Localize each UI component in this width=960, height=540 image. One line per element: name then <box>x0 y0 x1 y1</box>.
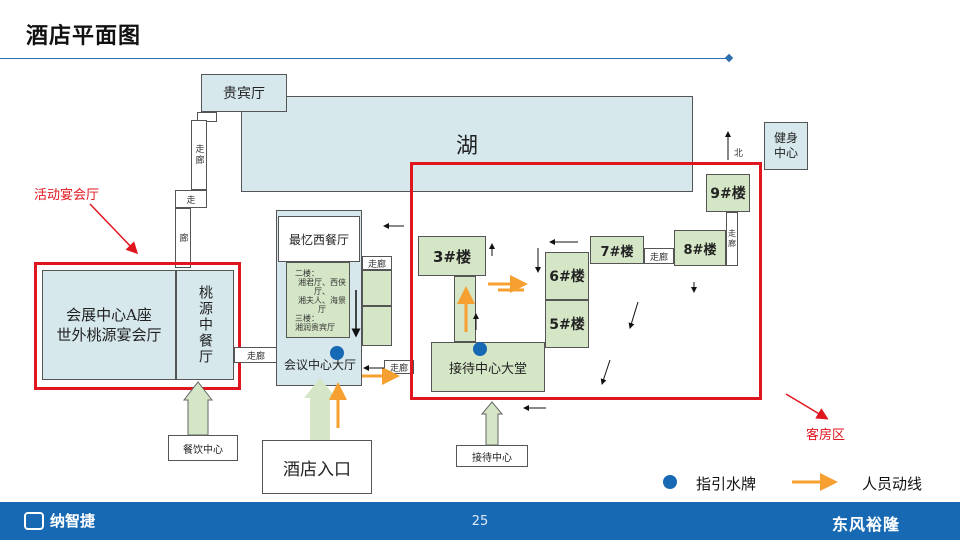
note-1: 二楼： <box>295 268 319 278</box>
note-3: 湘夫人、海景厅 <box>298 295 346 314</box>
note-5: 湘润贵宾厅 <box>295 322 335 332</box>
lake: 湖 <box>241 96 693 192</box>
dir-arrow-10 <box>600 359 611 385</box>
vip-hall: 贵宾厅 <box>201 74 287 112</box>
building-8: 8#楼 <box>674 230 726 266</box>
corridor-7-8: 走廊 <box>644 248 674 264</box>
building-9: 9#楼 <box>706 174 750 212</box>
conference-hall: 会议中心大厅 <box>283 358 356 372</box>
corridor-vertical-upper: 走廊 <box>191 120 207 190</box>
connector-green-1 <box>362 270 392 306</box>
expo-line1: 会展中心A座 <box>66 306 152 324</box>
legend-flow-label: 人员动线 <box>862 475 923 493</box>
banquet-area-outline <box>34 262 241 390</box>
brand-left: 纳智捷 <box>24 510 95 531</box>
rooms-area-label: 客房区 <box>806 428 846 443</box>
note-4: 三楼： <box>295 313 319 323</box>
banquet-area-label: 活动宴会厅 <box>34 188 100 203</box>
sign-marker-reception <box>473 342 487 356</box>
green-arrow-reception <box>480 401 504 446</box>
corridor-8-9: 走廊 <box>726 212 738 266</box>
sign-marker-conference <box>330 346 344 360</box>
page-title: 酒店平面图 <box>26 24 142 49</box>
conference-upper-floors: 二楼： 湘君厅、西侠厅、 湘夫人、海景厅 三楼： 湘润贵宾厅 <box>286 262 350 338</box>
vip-connector <box>197 112 217 122</box>
green-arrow-entrance <box>304 378 336 440</box>
dir-arrow-9 <box>628 301 639 329</box>
corridor-stub: 走 <box>175 190 207 208</box>
taoyuan-restaurant: 桃源中餐厅 <box>176 270 234 380</box>
green-arrow-dining <box>182 381 214 436</box>
west-restaurant: 最忆西餐厅 <box>278 216 360 262</box>
page-number: 25 <box>471 514 489 529</box>
expo-line2: 世外桃源宴会厅 <box>56 326 162 344</box>
rooms-pointer-arrow <box>785 393 829 420</box>
gym-center: 健身中心 <box>764 122 808 170</box>
dining-center: 餐饮中心 <box>168 435 238 461</box>
banquet-pointer-arrow <box>89 203 139 255</box>
building-5: 5#楼 <box>545 300 589 348</box>
brand-left-text: 纳智捷 <box>50 512 96 530</box>
building-7: 7#楼 <box>590 236 644 264</box>
legend-sign-dot <box>663 475 677 489</box>
expo-center: 会展中心A座 世外桃源宴会厅 <box>42 270 176 380</box>
title-divider <box>0 58 728 59</box>
connector-green-2 <box>362 306 392 346</box>
note-2: 湘君厅、西侠厅、 <box>298 277 346 296</box>
luxgen-logo-icon <box>24 511 44 530</box>
footer-bar <box>0 502 960 540</box>
corridor-vertical-lower: 廊 <box>175 208 191 268</box>
north-label: 北 <box>734 149 744 159</box>
rooms-area-outline <box>410 162 762 400</box>
corridor-upper: 走廊 <box>362 256 392 270</box>
reception-hall: 接待中心大堂 <box>431 342 545 392</box>
brand-right: 东风裕隆 <box>832 515 901 534</box>
building-3: 3#楼 <box>418 236 486 276</box>
legend-sign-label: 指引水牌 <box>696 475 757 493</box>
hotel-entrance: 酒店入口 <box>262 440 372 494</box>
building-6: 6#楼 <box>545 252 589 300</box>
